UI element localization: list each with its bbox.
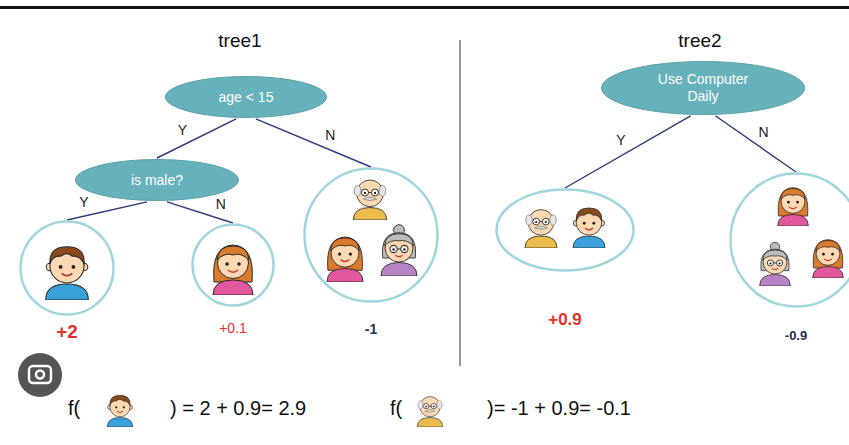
- grandpa-figure: [353, 180, 386, 220]
- oval-outline: [602, 62, 805, 115]
- formula-text: )= -1 + 0.9= -0.1: [487, 397, 631, 420]
- tree-branch: [157, 119, 236, 158]
- tree-branch: [256, 119, 371, 167]
- node-label: is male?: [131, 172, 183, 189]
- leaf-value: -0.9: [729, 328, 849, 343]
- girl-figure: [778, 188, 809, 226]
- tree-branch: [565, 116, 691, 188]
- leaf-value: +2: [19, 321, 115, 343]
- leaf-outline: [193, 225, 274, 306]
- formula-text: f(: [68, 397, 80, 420]
- leaf-circle: [303, 167, 439, 303]
- formula-text: f(: [390, 397, 402, 420]
- grandpa-figure: [525, 210, 557, 248]
- branch-label: N: [214, 196, 228, 212]
- leaf-circle: [495, 188, 635, 272]
- leaf-outline: [21, 222, 114, 315]
- leaf-outline: [497, 190, 634, 271]
- oval-outline: [166, 77, 327, 118]
- boy-figure: [573, 208, 605, 248]
- node-text-block: age < 15: [219, 89, 274, 106]
- grandma-figure: [760, 242, 791, 286]
- oval-outline: [76, 160, 239, 201]
- node-text-block: Use Computer Daily: [651, 71, 756, 105]
- leaf-node: -1: [303, 167, 439, 303]
- divider-line: [460, 40, 461, 366]
- people-figures: [46, 180, 844, 427]
- leaf-circle: [19, 220, 115, 316]
- node-label: Use Computer Daily: [651, 71, 756, 105]
- boy-icon: [107, 395, 132, 427]
- branch-label: N: [757, 124, 771, 140]
- boy-figure: [46, 247, 89, 300]
- branch-label: N: [323, 127, 337, 143]
- branch-label: Y: [176, 122, 189, 138]
- grandma-figure: [381, 225, 417, 276]
- node-label: age < 15: [219, 89, 274, 106]
- leaf-outline: [731, 174, 849, 307]
- leaf-value: -1: [303, 321, 439, 337]
- leaf-circle: [191, 223, 275, 307]
- leaf-value: +0.9: [495, 310, 635, 330]
- tree-branch: [715, 116, 796, 172]
- girl-figure: [327, 237, 363, 282]
- leaf-outline: [305, 169, 438, 302]
- leaf-value: +0.1: [191, 320, 275, 336]
- leaf-node: +0.9: [495, 188, 635, 272]
- tree-title: tree1: [218, 30, 261, 52]
- tree-title: tree2: [678, 30, 721, 52]
- grandpa-icon: [417, 397, 442, 427]
- leaf-node: -0.9: [729, 172, 849, 308]
- leaf-node: +0.1: [191, 223, 275, 307]
- leaf-node: +2: [19, 220, 115, 316]
- decision-node: age < 15: [164, 75, 328, 119]
- decision-node: Use Computer Daily: [600, 60, 806, 116]
- branch-label: Y: [77, 194, 90, 210]
- branch-label: Y: [614, 132, 627, 148]
- formula-text: ) = 2 + 0.9= 2.9: [170, 397, 306, 420]
- girl-figure: [813, 240, 844, 278]
- lens-icon: [18, 353, 62, 397]
- top-rule: [0, 6, 849, 9]
- girl-figure: [213, 245, 253, 295]
- leaf-circle: [729, 172, 849, 308]
- node-text-block: is male?: [131, 172, 183, 189]
